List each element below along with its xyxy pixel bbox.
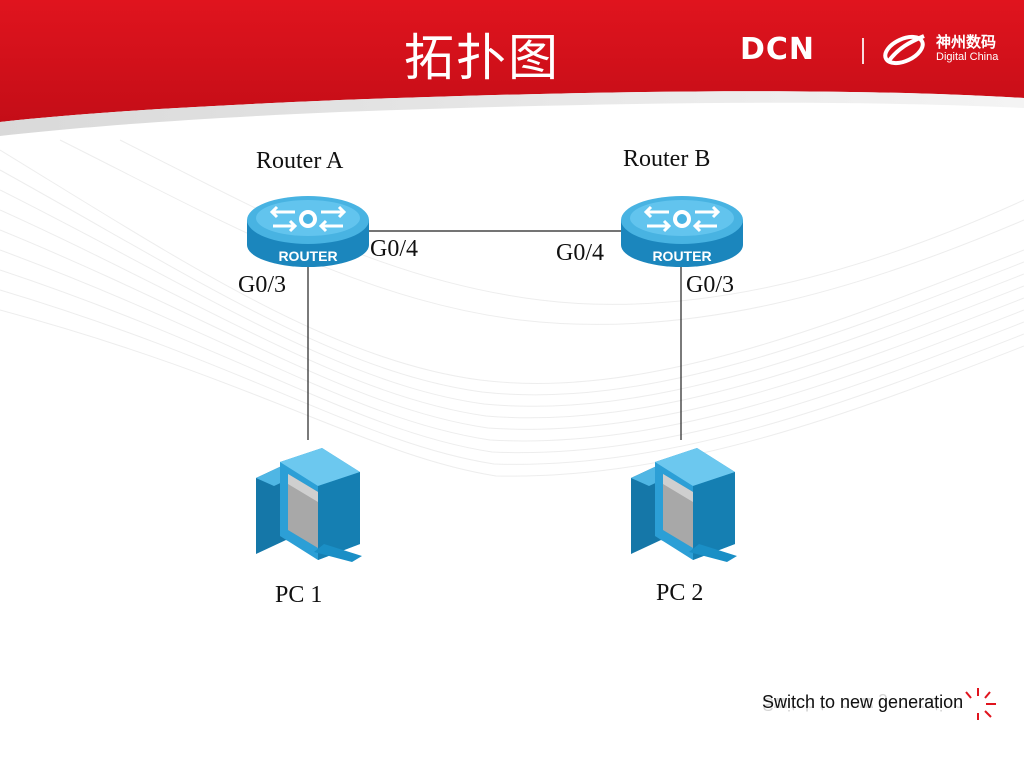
page-title: 拓扑图 <box>404 29 560 87</box>
router-b-label: Router B <box>623 146 711 172</box>
logo-en-name: Digital China <box>936 51 999 63</box>
footer-tagline-reflection: Switch to new generation <box>762 694 964 714</box>
router-b-device-text: ROUTER <box>652 248 711 264</box>
pc-icon <box>256 448 362 562</box>
logo-cn-name: 神州数码 <box>936 33 997 51</box>
sparkle-burst-icon <box>965 688 996 720</box>
logo-brand: DCN <box>740 32 816 67</box>
router-icon: ROUTER <box>247 196 369 267</box>
router-a-label: Router A <box>256 148 344 174</box>
port-label-routerB-g03: G0/3 <box>686 272 734 298</box>
port-label-routerB-g04: G0/4 <box>556 240 604 266</box>
header-grey-swoosh <box>0 91 1024 136</box>
company-logo: DCN 神州数码 Digital China <box>740 28 1010 76</box>
router-a-device-text: ROUTER <box>278 248 337 264</box>
logo-divider <box>862 38 864 64</box>
pc1-label: PC 1 <box>275 582 323 608</box>
digital-china-swirl-icon <box>883 34 925 66</box>
pc2-label: PC 2 <box>656 580 704 606</box>
router-icon: ROUTER <box>621 196 743 267</box>
footer-tagline: Switch to new generation <box>762 692 964 712</box>
header-band <box>0 0 1024 122</box>
port-label-routerA-g03: G0/3 <box>238 272 286 298</box>
port-label-routerA-g04: G0/4 <box>370 236 418 262</box>
background-waves <box>0 139 1024 477</box>
pc-icon <box>631 448 737 562</box>
